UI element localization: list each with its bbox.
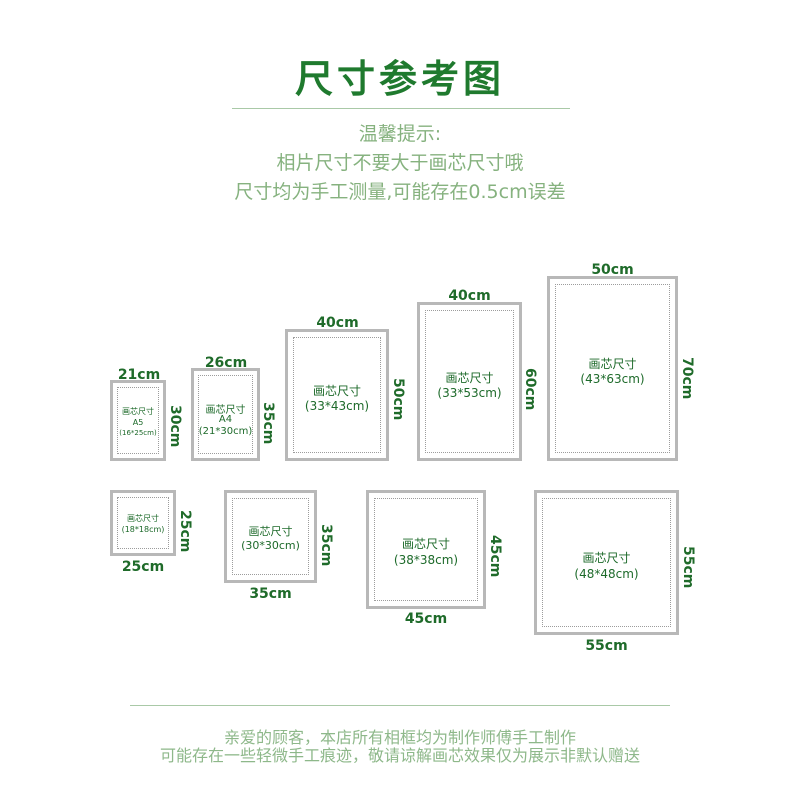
frame-25x25-core-label: 画芯尺寸 <box>127 514 159 523</box>
frame-a4-sub-label: A4 <box>218 414 233 425</box>
frame-55x55-width-label: 55cm <box>585 638 628 654</box>
frame-25x25-size-label: (18*18cm) <box>121 525 165 534</box>
frame-a4-core-label: 画芯尺寸 <box>205 405 246 416</box>
frame-40x50-mat <box>293 337 381 453</box>
page-title: 尺寸参考图 <box>294 57 505 101</box>
frame-55x55-height-label: 55cm <box>680 546 696 589</box>
frame-50x70-height-label: 70cm <box>679 357 695 400</box>
frame-a5-height-label: 30cm <box>167 405 183 448</box>
frame-a5-size-label: (16*25cm) <box>119 429 157 437</box>
frame-50x70-mat <box>555 284 670 453</box>
frame-40x50-core-label: 画芯尺寸 <box>312 384 361 398</box>
frame-a4: 画芯尺寸 A4 (21*30cm) <box>191 368 260 461</box>
frame-a5: 画芯尺寸 A5 (16*25cm) <box>110 380 166 461</box>
frame-45x45-height-label: 45cm <box>487 535 503 578</box>
frame-40x50: 画芯尺寸 (33*43cm) <box>285 329 389 461</box>
frame-25x25: 画芯尺寸 (18*18cm) <box>110 490 176 556</box>
frame-45x45-mat <box>374 498 478 601</box>
frame-40x50-width-label: 40cm <box>316 315 359 331</box>
frame-a4-size-label: (21*30cm) <box>198 426 253 437</box>
frame-40x60-height-label: 60cm <box>522 368 538 411</box>
tips-line-1: 相片尺寸不要大于画芯尺寸哦 <box>276 152 524 174</box>
tips-heading: 温馨提示: <box>358 123 442 145</box>
footer-line-2: 可能存在一些轻微手工痕迹，敬请谅解画芯效果仅为展示非默认赠送 <box>159 746 640 765</box>
frame-a4-mat <box>198 375 253 454</box>
tips-line-2: 尺寸均为手工测量,可能存在0.5cm误差 <box>234 181 566 203</box>
frame-40x60-width-label: 40cm <box>448 288 491 304</box>
frame-50x70-width-label: 50cm <box>591 262 634 278</box>
frame-55x55-mat <box>542 498 671 627</box>
footer-line-1: 亲爱的顾客，本店所有相框均为制作师傅手工制作 <box>223 728 576 747</box>
frame-55x55: 画芯尺寸 (48*48cm) <box>534 490 679 635</box>
frame-25x25-width-label: 25cm <box>121 559 165 575</box>
frame-40x60-core-label: 画芯尺寸 <box>445 371 494 385</box>
frame-a5-mat <box>117 387 159 454</box>
frame-45x45: 画芯尺寸 (38*38cm) <box>366 490 486 609</box>
frame-55x55-core-label: 画芯尺寸 <box>582 551 631 565</box>
frame-35x35-size-label: (30*30cm) <box>241 539 300 552</box>
frame-a5-width-label: 21cm <box>117 367 161 383</box>
bottom-divider <box>130 705 670 706</box>
frame-45x45-core-label: 画芯尺寸 <box>401 537 450 551</box>
frame-a5-core-label: 画芯尺寸 <box>122 407 154 416</box>
frame-35x35-core-label: 画芯尺寸 <box>248 525 293 538</box>
frame-40x50-height-label: 50cm <box>390 378 406 421</box>
frame-50x70-core-label: 画芯尺寸 <box>588 357 637 371</box>
frame-25x25-height-label: 25cm <box>177 510 193 553</box>
frame-35x35-mat <box>232 498 309 575</box>
frame-a4-height-label: 35cm <box>260 402 276 445</box>
frame-35x35-width-label: 35cm <box>249 586 292 602</box>
frame-a5-sub-label: A5 <box>132 418 144 427</box>
frame-a4-width-label: 26cm <box>204 355 248 371</box>
frame-35x35: 画芯尺寸 (30*30cm) <box>224 490 317 583</box>
frame-40x60-size-label: (33*53cm) <box>437 386 502 400</box>
frame-50x70: 画芯尺寸 (43*63cm) <box>547 276 678 461</box>
frame-45x45-width-label: 45cm <box>404 611 448 627</box>
frame-40x60: 画芯尺寸 (33*53cm) <box>417 302 522 461</box>
frame-55x55-size-label: (48*48cm) <box>574 567 639 581</box>
frame-25x25-mat <box>117 497 169 549</box>
frame-35x35-height-label: 35cm <box>318 524 334 567</box>
frame-50x70-size-label: (43*63cm) <box>580 372 645 386</box>
frame-45x45-size-label: (38*38cm) <box>393 553 459 567</box>
top-divider <box>232 108 570 109</box>
frame-40x50-size-label: (33*43cm) <box>304 399 370 413</box>
frame-40x60-mat <box>425 310 514 453</box>
